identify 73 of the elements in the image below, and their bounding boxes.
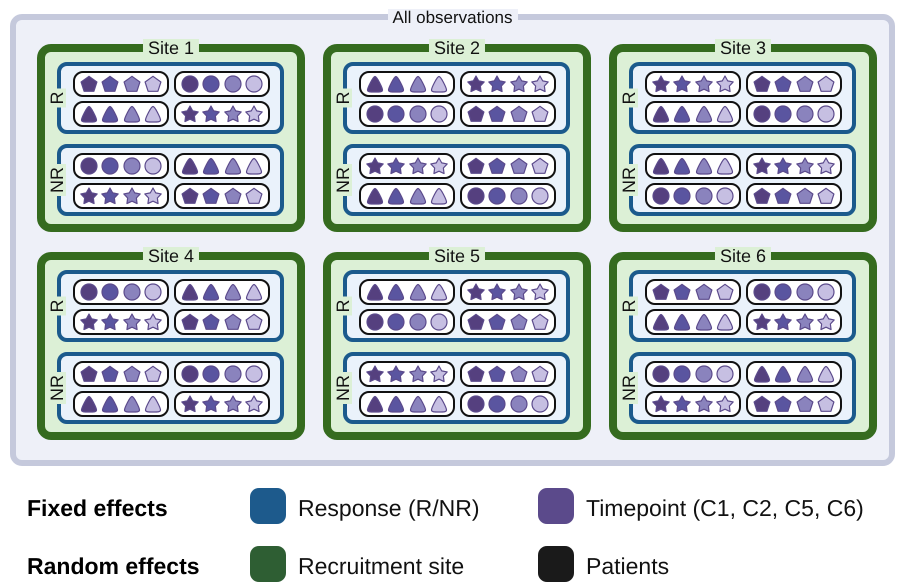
group-label: R	[48, 88, 66, 108]
group-label: NR	[48, 372, 66, 404]
patient-capsule	[359, 361, 455, 387]
group-label: NR	[334, 164, 352, 196]
box-title: Site 1	[142, 39, 200, 57]
patient-capsule	[460, 391, 556, 417]
patient-capsule	[73, 391, 169, 417]
patient-capsule	[746, 279, 842, 305]
box-title: Site 3	[714, 39, 772, 57]
patient-capsule	[359, 279, 455, 305]
legend-label: Recruitment site	[298, 553, 464, 580]
patient-capsule	[460, 279, 556, 305]
patient-capsule	[359, 71, 455, 97]
patient-capsule	[73, 153, 169, 179]
patient-capsule	[645, 71, 741, 97]
group-label: R	[334, 296, 352, 316]
patient-capsule	[73, 101, 169, 127]
legend-label: Response (R/NR)	[298, 495, 480, 522]
legend-label: Timepoint (C1, C2, C5, C6)	[586, 495, 864, 522]
patient-capsule	[645, 101, 741, 127]
group-label: R	[334, 88, 352, 108]
patient-capsule	[174, 101, 270, 127]
box-title: All observations	[388, 9, 518, 26]
group-label: NR	[620, 164, 638, 196]
patient-capsule	[174, 153, 270, 179]
patient-capsule	[174, 279, 270, 305]
patient-capsule	[460, 71, 556, 97]
patient-capsule	[460, 101, 556, 127]
patient-capsule	[359, 101, 455, 127]
patient-capsule	[73, 309, 169, 335]
box-title: Site 6	[714, 247, 772, 265]
patient-capsule	[746, 391, 842, 417]
patient-capsule	[73, 279, 169, 305]
patient-capsule	[645, 309, 741, 335]
patient-capsule	[460, 183, 556, 209]
legend-heading: Random effects	[27, 553, 200, 580]
patient-capsule	[359, 183, 455, 209]
patient-capsule	[174, 71, 270, 97]
patient-capsule	[73, 361, 169, 387]
patient-capsule	[359, 309, 455, 335]
patient-capsule	[746, 309, 842, 335]
patient-capsule	[645, 391, 741, 417]
patient-capsule	[460, 153, 556, 179]
patient-capsule	[746, 101, 842, 127]
patient-capsule	[746, 183, 842, 209]
group-label: R	[620, 296, 638, 316]
patient-capsule	[73, 183, 169, 209]
group-label: NR	[48, 164, 66, 196]
patient-capsule	[645, 183, 741, 209]
patient-capsule	[645, 361, 741, 387]
patient-capsule	[359, 391, 455, 417]
group-label: R	[620, 88, 638, 108]
patient-capsule	[174, 391, 270, 417]
box-title: Site 5	[428, 247, 486, 265]
patient-capsule	[460, 361, 556, 387]
legend-heading: Fixed effects	[27, 495, 168, 522]
patient-capsule	[645, 153, 741, 179]
patient-capsule	[645, 279, 741, 305]
patient-capsule	[73, 71, 169, 97]
patient-capsule	[746, 153, 842, 179]
patient-capsule	[746, 361, 842, 387]
patient-capsule	[174, 309, 270, 335]
patient-capsule	[460, 309, 556, 335]
patient-capsule	[174, 361, 270, 387]
group-label: NR	[334, 372, 352, 404]
box-title: Site 4	[142, 247, 200, 265]
group-label: R	[48, 296, 66, 316]
group-label: NR	[620, 372, 638, 404]
patient-capsule	[174, 183, 270, 209]
patient-capsule	[746, 71, 842, 97]
patient-capsule	[359, 153, 455, 179]
box-title: Site 2	[428, 39, 486, 57]
legend-label: Patients	[586, 553, 670, 580]
